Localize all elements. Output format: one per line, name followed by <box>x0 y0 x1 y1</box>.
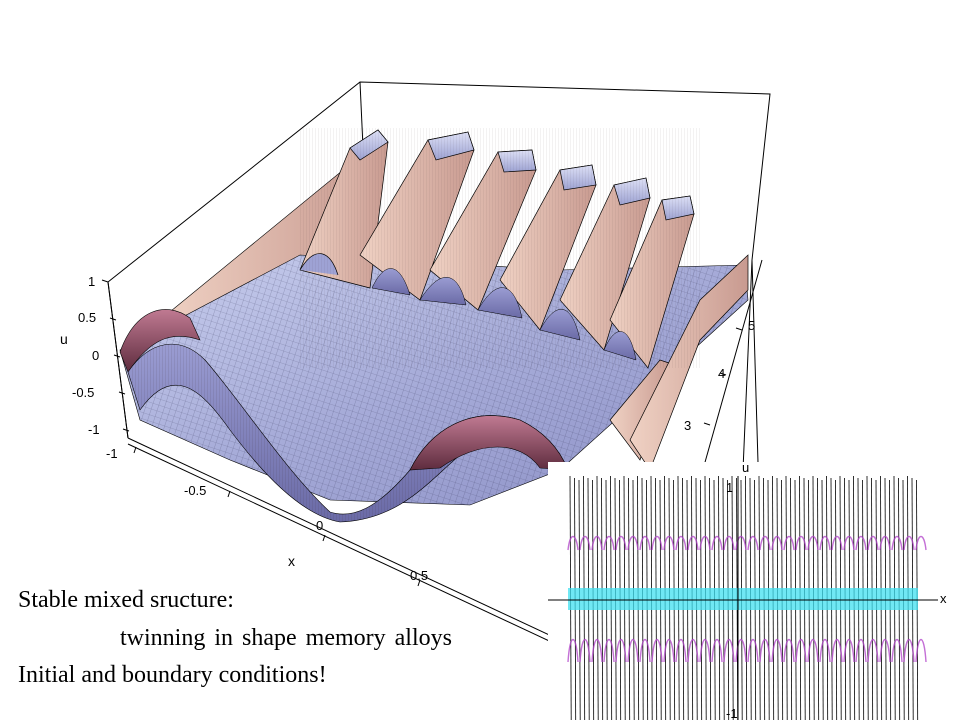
inset-purple-arc <box>591 535 603 551</box>
inset-y-tick-1: 1 <box>726 480 733 495</box>
inset-purple-arc <box>759 535 771 551</box>
inset-purple-arc <box>867 639 879 663</box>
u-tick-0.5: 0.5 <box>78 310 96 325</box>
inset-purple-arc <box>651 639 663 663</box>
inset-y-label: u <box>742 462 749 475</box>
inset-purple-arc <box>699 639 711 663</box>
inset-purple-arc <box>843 535 855 551</box>
u-tick-neg1: -1 <box>88 422 100 437</box>
inset-purple-arc <box>879 639 891 663</box>
inset-purple-arc <box>579 535 591 551</box>
inset-purple-arc <box>687 639 699 663</box>
x-tick-neg0.5: -0.5 <box>184 483 206 498</box>
x-tick-neg1: -1 <box>106 446 118 461</box>
inset-cyan-band <box>568 588 918 610</box>
caption-line-2: twinning in shape memory alloys <box>120 625 452 651</box>
inset-purple-arc <box>855 639 867 663</box>
inset-purple-band <box>567 535 927 663</box>
inset-purple-arc <box>615 535 627 551</box>
t-tick-3: 3 <box>684 418 691 433</box>
inset-purple-arc <box>819 535 831 551</box>
caption-line-1: Stable mixed sructure: <box>18 587 234 613</box>
x-axis-label: x <box>288 553 295 569</box>
inset-purple-arc <box>747 535 759 551</box>
inset-purple-arc <box>783 639 795 663</box>
inset-purple-arc <box>807 535 819 551</box>
inset-purple-arc <box>795 639 807 663</box>
inset-purple-arc <box>639 535 651 551</box>
inset-purple-arc <box>675 639 687 663</box>
inset-purple-arc <box>675 535 687 551</box>
inset-purple-arc <box>603 535 615 551</box>
inset-purple-arc <box>711 535 723 551</box>
inset-purple-arc <box>759 639 771 663</box>
ridge-valleys <box>371 268 637 361</box>
inset-purple-arc <box>615 639 627 663</box>
t-axis: 3 4 5 <box>684 259 763 481</box>
inset-x-label: x <box>940 591 947 606</box>
inset-purple-arc <box>711 639 723 663</box>
u-tick-1: 1 <box>88 274 95 289</box>
u-tick-mark <box>101 279 109 283</box>
u-axis: 1 0.5 0 -0.5 -1 u <box>60 274 130 439</box>
inset-purple-arc <box>639 639 651 663</box>
x-axis: -1 -0.5 0 0.5 x <box>106 443 561 647</box>
left-hill <box>119 309 201 373</box>
inset-purple-arc <box>831 535 843 551</box>
inset-purple-arc <box>807 639 819 663</box>
front-hill <box>409 415 569 471</box>
inset-purple-arc <box>915 535 927 551</box>
x-tick-0: 0 <box>316 518 323 533</box>
inset-purple-arc <box>627 535 639 551</box>
t-tick-4: 4 <box>718 366 725 381</box>
inset-purple-arc <box>915 639 927 663</box>
inset-purple-arc <box>747 639 759 663</box>
inset-purple-arc <box>699 535 711 551</box>
inset-purple-arc <box>783 535 795 551</box>
inset-purple-arc <box>579 639 591 663</box>
inset-purple-arc <box>843 639 855 663</box>
inset-purple-arc <box>771 535 783 551</box>
inset-purple-arc <box>879 535 891 551</box>
u-axis-label: u <box>60 331 68 347</box>
inset-purple-arc <box>567 535 579 551</box>
inset-purple-arc <box>687 535 699 551</box>
inset-purple-arc <box>831 639 843 663</box>
u-tick-0: 0 <box>92 348 99 363</box>
inset-purple-arc <box>891 639 903 663</box>
inset-y-tick-neg1: -1 <box>726 706 738 720</box>
inset-plot: 1 -1 x u <box>548 462 960 720</box>
inset-purple-arc <box>723 535 735 551</box>
inset-purple-arc <box>591 639 603 663</box>
inset-purple-arc <box>603 639 615 663</box>
inset-purple-arc <box>627 639 639 663</box>
inset-purple-arc <box>771 639 783 663</box>
x-tick-0.5: 0.5 <box>410 568 428 583</box>
inset-purple-arc <box>735 535 747 551</box>
t-tick-5: 5 <box>748 318 755 333</box>
inset-purple-arc <box>891 535 903 551</box>
inset-purple-arc <box>867 535 879 551</box>
inset-purple-arc <box>651 535 663 551</box>
u-tick-neg0.5: -0.5 <box>72 385 94 400</box>
inset-purple-arc <box>855 535 867 551</box>
inset-purple-arc <box>903 639 915 663</box>
inset-purple-arc <box>663 535 675 551</box>
inset-purple-arc <box>735 639 747 663</box>
inset-purple-arc <box>567 639 579 663</box>
inset-purple-arc <box>663 639 675 663</box>
inset-purple-arc <box>723 639 735 663</box>
inset-purple-arc <box>903 535 915 551</box>
inset-purple-arc <box>795 535 807 551</box>
inset-purple-arc <box>819 639 831 663</box>
caption-line-3: Initial and boundary conditions! <box>18 662 327 688</box>
